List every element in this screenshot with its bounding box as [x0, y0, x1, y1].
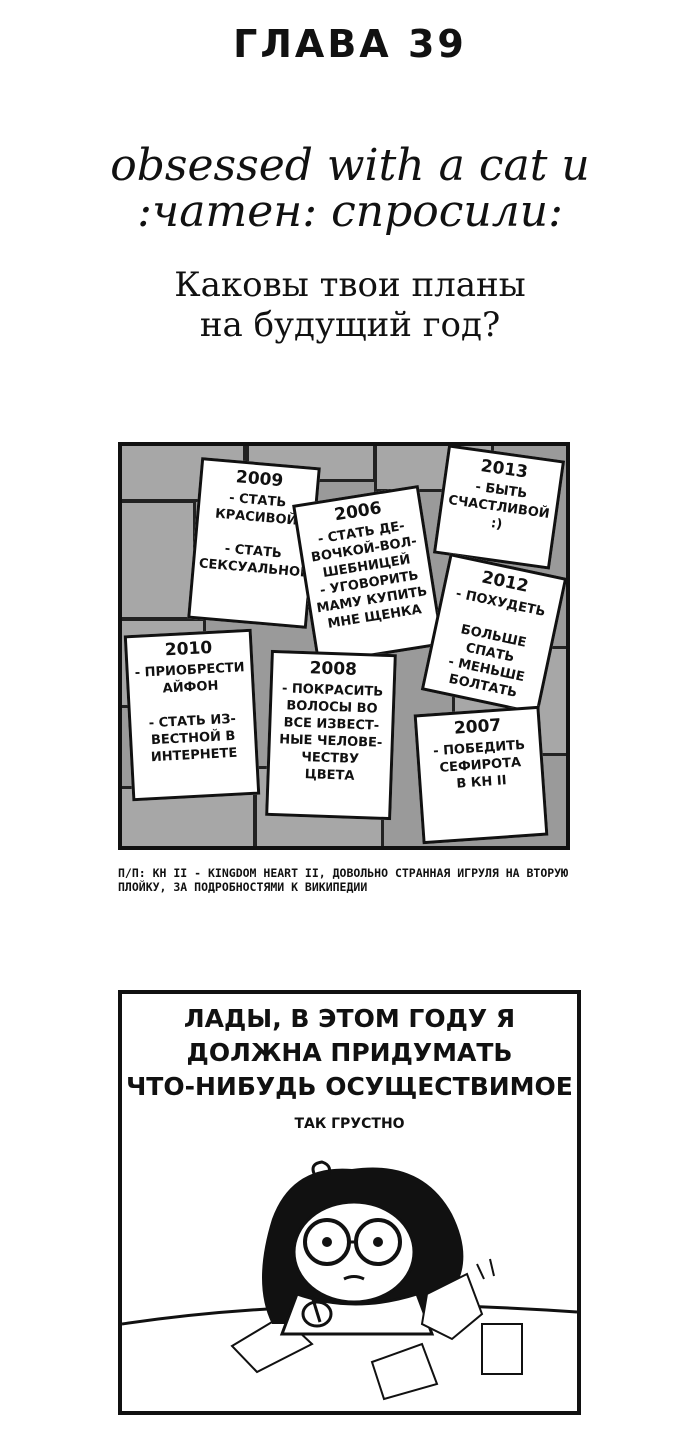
question-line-1: Каковы твои планы [174, 265, 526, 305]
note-2006: 2006 - СТАТЬ ДЕ- ВОЧКОЙ-ВОЛ- ШЕБНИЦЕЙ - … [292, 484, 444, 666]
note-2013: 2013 - БЫТЬ СЧАСТЛИВОЙ :) [432, 446, 566, 570]
note-text: - БЫТЬ СЧАСТЛИВОЙ :) [447, 479, 551, 533]
question-line-2: на будущий год? [199, 305, 501, 345]
credit-line-1: obsessed with a cat и [110, 140, 590, 191]
note-text: - СТАТЬ КРАСИВОЙ - СТАТЬ СЕКСУАЛЬНОЙ [198, 490, 312, 582]
credit-line-2: :чатен: спросили: [137, 186, 563, 237]
note-2010: 2010 - ПРИОБРЕСТИ АЙФОН - СТАТЬ ИЗ- ВЕСТ… [123, 628, 261, 802]
speech-line-1: ЛАДЫ, В ЭТОМ ГОДУ Я [183, 1004, 516, 1033]
translator-footnote: П/П: КН II - KINGDOM HEART II, ДОВОЛЬНО … [118, 866, 569, 894]
note-2008: 2008 - ПОКРАСИТЬ ВОЛОСЫ ВО ВСЕ ИЗВЕСТ- Н… [265, 649, 397, 821]
note-text: - ПРИОБРЕСТИ АЙФОН - СТАТЬ ИЗ- ВЕСТНОЙ В… [134, 660, 245, 766]
wall-tile [122, 500, 196, 620]
speech-line-3: ЧТО-НИБУДЬ ОСУЩЕСТВИМОЕ [126, 1072, 573, 1101]
girl-illustration [122, 1160, 577, 1401]
chapter-title: ГЛАВА 39 [0, 22, 700, 66]
note-text: - ПОБЕДИТЬ СЕФИРОТА В КН II [432, 737, 526, 792]
comic-panel-girl: ЛАДЫ, В ЭТОМ ГОДУ Я ДОЛЖНА ПРИДУМАТЬ ЧТО… [118, 990, 581, 1415]
note-year: 2007 [453, 715, 502, 739]
note-year: 2010 [164, 637, 213, 661]
note-year: 2008 [309, 658, 358, 680]
comic-panel-notes-wall: 2009 - СТАТЬ КРАСИВОЙ - СТАТЬ СЕКСУАЛЬНО… [118, 442, 570, 850]
caption-small: ТАК ГРУСТНО [294, 1116, 405, 1132]
note-text: - СТАТЬ ДЕ- ВОЧКОЙ-ВОЛ- ШЕБНИЦЕЙ - УГОВО… [310, 518, 429, 632]
chapter-title-text: ГЛАВА 39 [233, 22, 467, 66]
note-2007: 2007 - ПОБЕДИТЬ СЕФИРОТА В КН II [413, 705, 549, 845]
note-text: - ПОХУДЕТЬ БОЛЬШЕ СПАТЬ - МЕНЬШЕ БОЛТАТЬ [446, 586, 547, 701]
note-text: - ПОКРАСИТЬ ВОЛОСЫ ВО ВСЕ ИЗВЕСТ- НЫЕ ЧЕ… [278, 681, 384, 784]
speech-line-2: ДОЛЖНА ПРИДУМАТЬ [186, 1038, 513, 1067]
